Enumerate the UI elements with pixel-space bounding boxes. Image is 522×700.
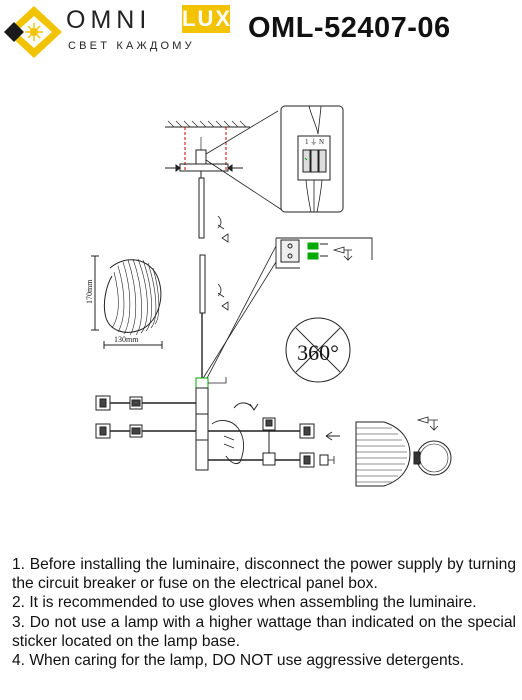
dimension-height: 170mm: [85, 279, 94, 304]
shade-clip: [413, 416, 452, 476]
shade-dimension-drawing: [91, 255, 163, 349]
wiring-detail: [280, 105, 344, 213]
instruction-item: 1. Before installing the luminaire, disc…: [12, 556, 516, 593]
instruction-item: 2. It is recommended to use gloves when …: [12, 594, 477, 612]
model-number: OML-52407-06: [248, 12, 451, 44]
connector-detail: [275, 237, 373, 269]
assembly-diagram: 1 ⏚ N 170mm 130mm 360°: [85, 105, 452, 487]
glass-shade: [355, 421, 411, 487]
dimension-width: 130mm: [114, 335, 139, 344]
rotation-label: 360°: [297, 340, 339, 365]
brand-tagline: СВЕТ КАЖДОМУ: [68, 40, 195, 52]
fixture-assembly: [95, 377, 340, 471]
omnilux-logo-icon: [4, 6, 62, 58]
header: OMNI LUX СВЕТ КАЖДОМУ OML-52407-06: [0, 0, 522, 66]
instruction-item: 4. When caring for the lamp, DO NOT use …: [12, 652, 465, 670]
rotation-indicator: [285, 317, 351, 383]
instruction-item: 3. Do not use a lamp with a higher watta…: [12, 613, 516, 650]
terminal-marks: 1 ⏚ N: [305, 138, 324, 146]
brand-lux: LUX: [182, 5, 232, 33]
downrod: [198, 171, 229, 385]
brand-omni: OMNI: [66, 6, 152, 34]
canopy-plate: [165, 137, 243, 172]
instructions-list: 1. Before installing the luminaire, disc…: [12, 555, 516, 670]
